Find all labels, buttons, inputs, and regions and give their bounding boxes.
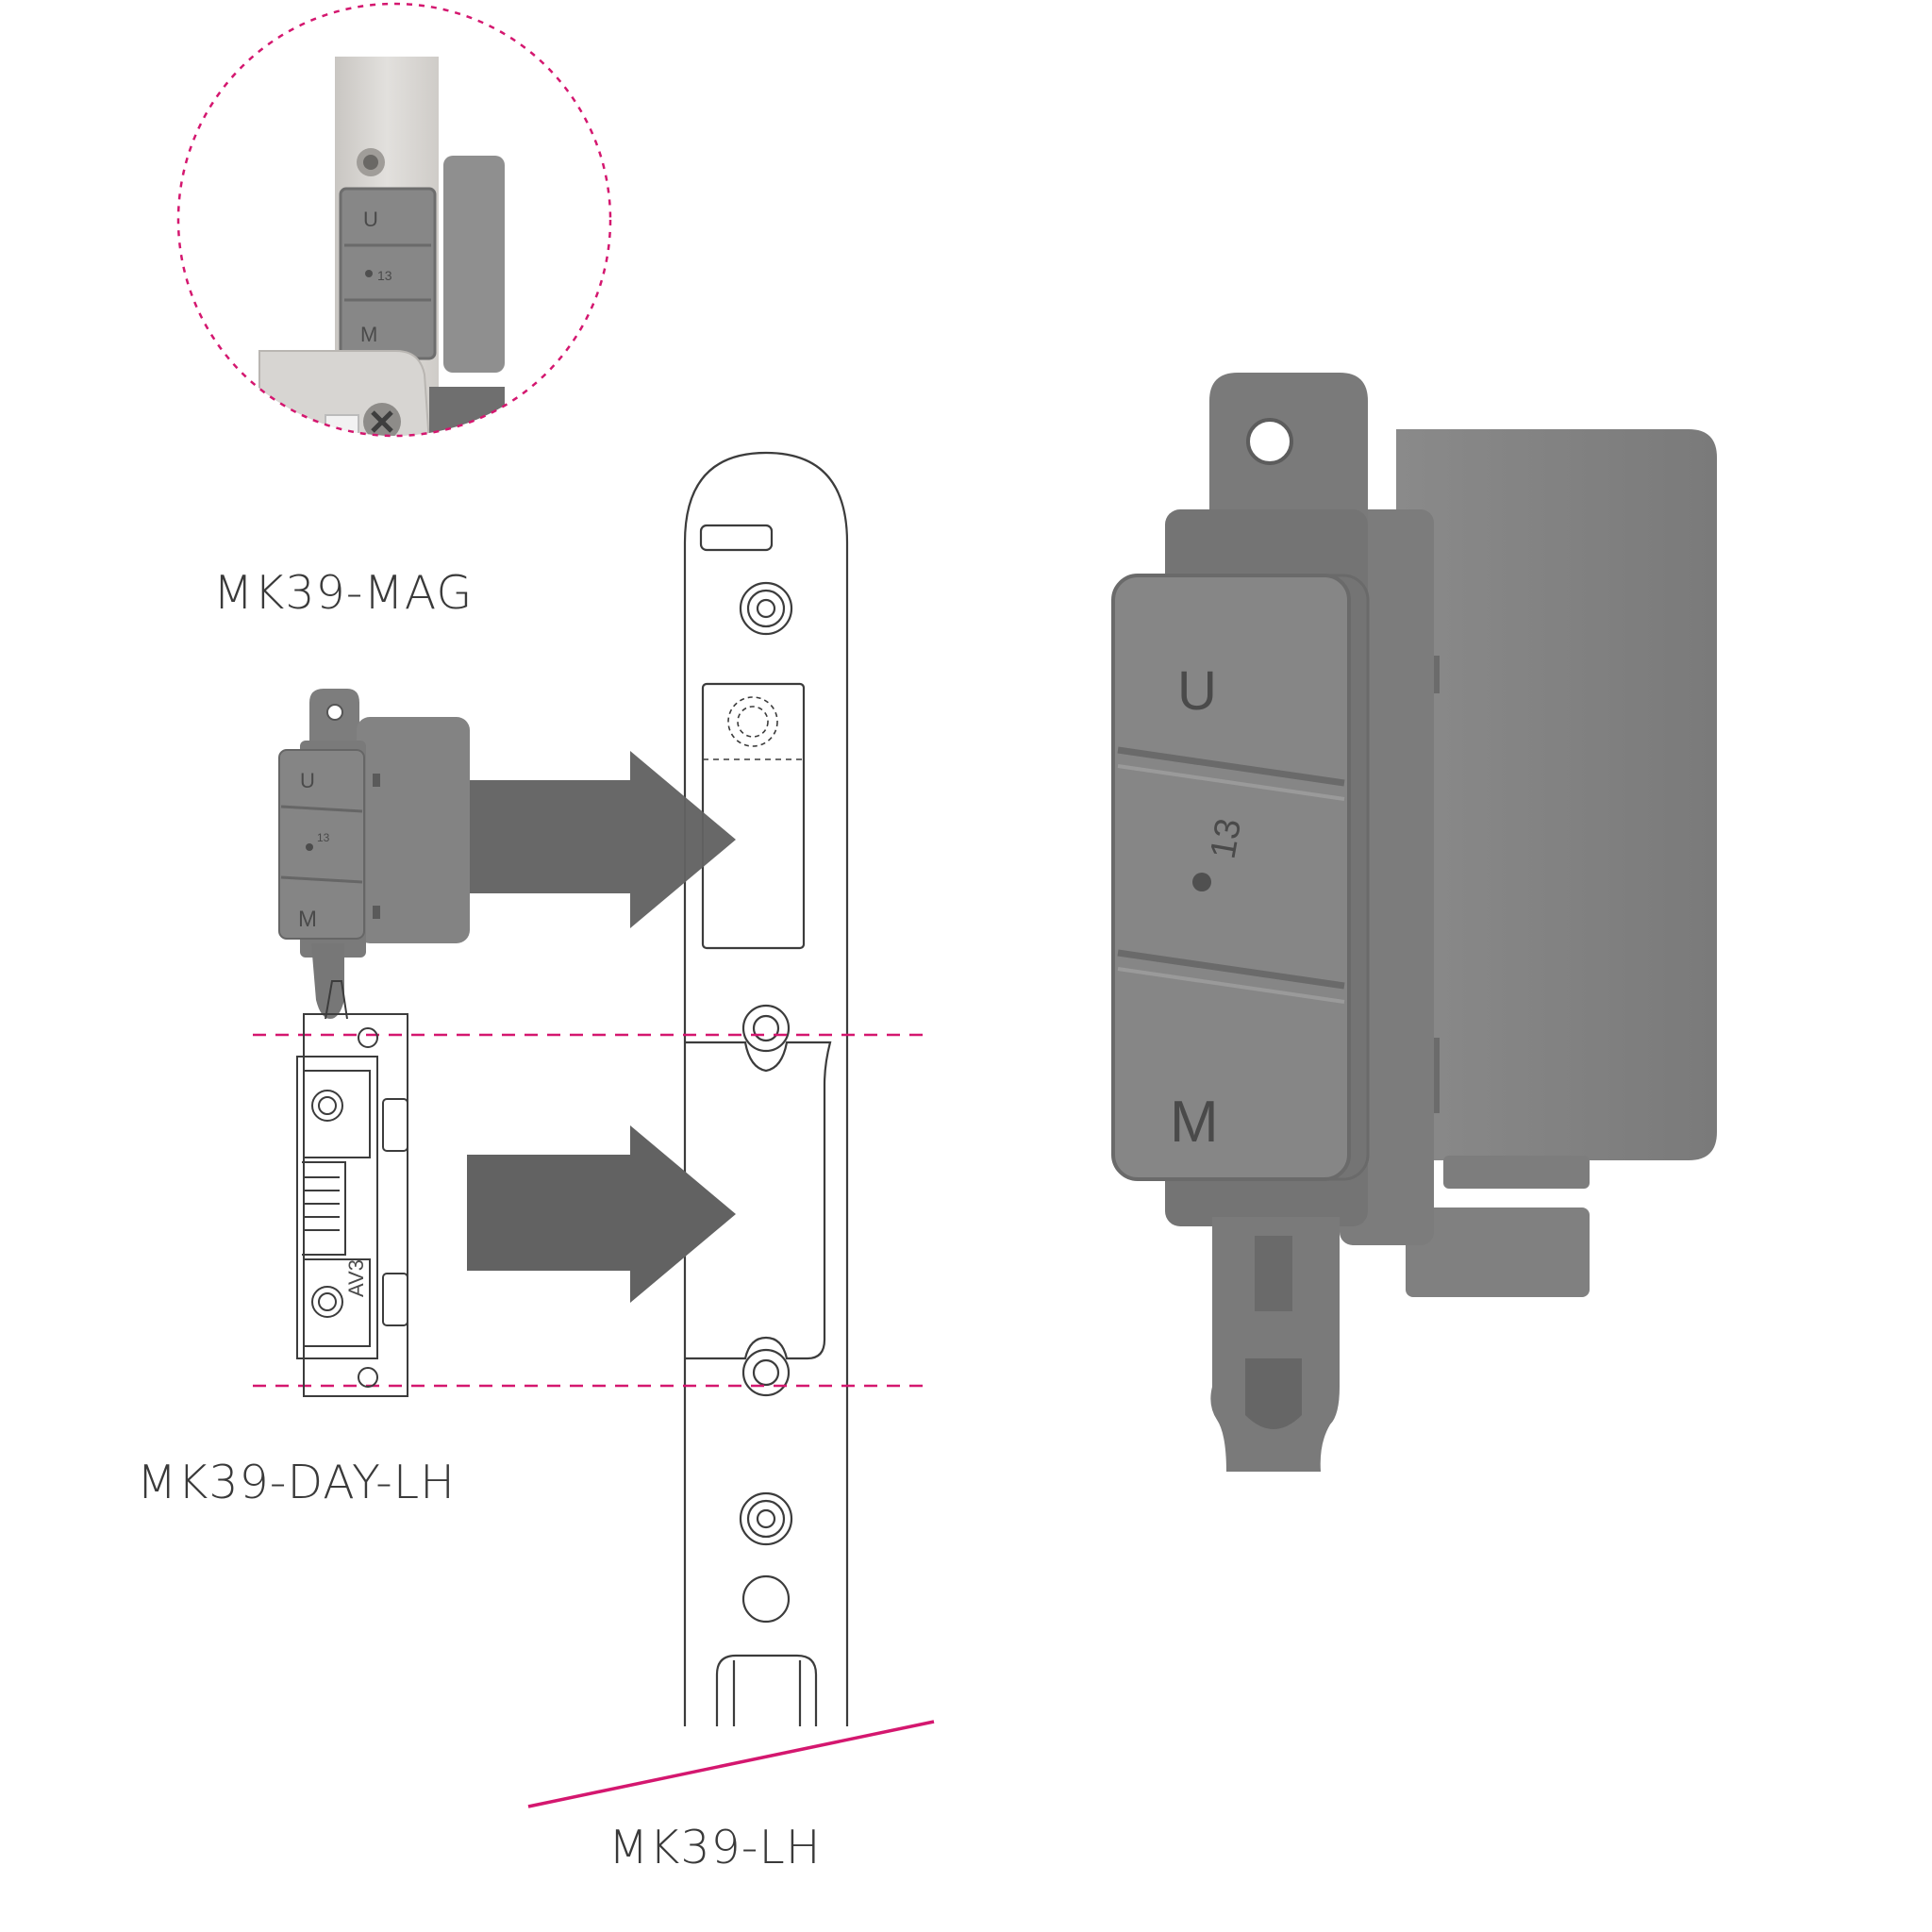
zoom-circle-outline bbox=[176, 2, 612, 438]
photo-marking-number: 13 bbox=[377, 268, 392, 283]
bottom-screw-hole bbox=[739, 1491, 793, 1546]
top-screw-hole bbox=[739, 581, 793, 636]
strike-plate-outline bbox=[683, 451, 849, 1726]
plain-hole bbox=[741, 1574, 791, 1624]
zoom-detail: U 13 M bbox=[176, 2, 612, 438]
small-marking-top: U bbox=[300, 769, 315, 792]
floor-line bbox=[527, 1720, 935, 1808]
mag-window bbox=[701, 682, 806, 950]
day-latch-module bbox=[296, 980, 408, 1397]
arrow-mag-insert bbox=[467, 751, 736, 928]
small-marking-bottom: M bbox=[298, 907, 317, 932]
mag-module-small: U 13 M bbox=[278, 689, 470, 1019]
small-marking-number: 13 bbox=[317, 831, 330, 844]
label-mk39-lh: MK39-LH bbox=[608, 1821, 822, 1874]
label-mk39-day-lh: MK39-DAY-LH bbox=[137, 1456, 456, 1509]
photo-marking-bottom: M bbox=[360, 323, 377, 346]
strike-plate-edges bbox=[683, 451, 849, 1726]
photo-marking-top: U bbox=[363, 208, 378, 231]
av3-marking: AV3 bbox=[344, 1259, 368, 1297]
large-marking-number: 13 bbox=[1204, 816, 1250, 862]
top-slot bbox=[699, 524, 774, 552]
marking-dot bbox=[1192, 873, 1211, 891]
large-marking-top: U bbox=[1177, 660, 1217, 722]
zoom-photo: U 13 M bbox=[258, 57, 505, 436]
large-module-cover bbox=[1111, 574, 1351, 1181]
hole-upper bbox=[741, 1004, 791, 1053]
large-marking-bottom: M bbox=[1170, 1090, 1219, 1155]
label-mk39-mag: MK39-MAG bbox=[213, 566, 473, 620]
bottom-tab bbox=[715, 1654, 818, 1726]
module-body-photo bbox=[443, 156, 505, 373]
day-latch-recess bbox=[685, 1041, 832, 1360]
large-module-body bbox=[1396, 429, 1717, 1160]
mag-module-large: U 13 M bbox=[1111, 373, 1717, 1472]
module-tail bbox=[1210, 1217, 1340, 1472]
hole-lower bbox=[741, 1348, 791, 1397]
mounting-hole bbox=[1248, 420, 1291, 463]
arrow-day-insert bbox=[467, 1125, 736, 1303]
